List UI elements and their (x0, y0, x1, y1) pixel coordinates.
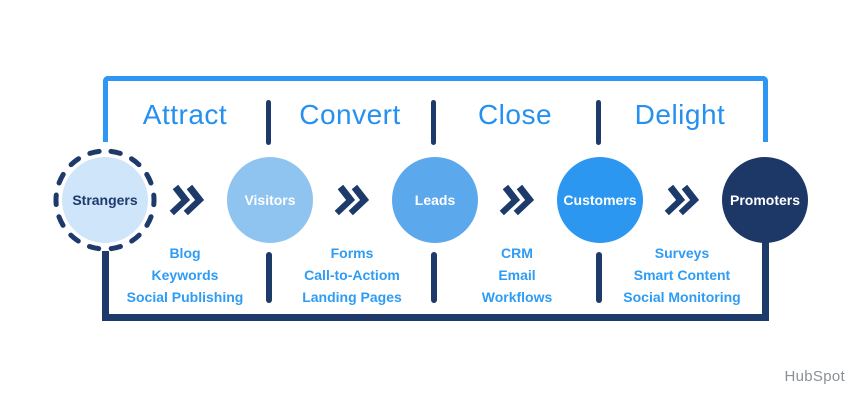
funnel-stage-label: Customers (563, 192, 637, 208)
tool-item: Blog (169, 245, 201, 261)
hubspot-brand-text: HubSpot (784, 368, 845, 385)
tool-item: Email (498, 267, 536, 283)
stage-label-attract: Attract (142, 99, 228, 130)
tool-item: Smart Content (633, 267, 731, 283)
double-chevron-right-icon (334, 184, 370, 216)
funnel-stage-visitors: Visitors (227, 157, 313, 243)
top-bracket-line (103, 76, 768, 142)
tool-item: Call-to-Actiom (304, 267, 400, 283)
stage-divider-line (596, 100, 601, 145)
delight-tools-list: Surveys Smart Content Social Monitoring (597, 242, 767, 308)
funnel-stage-strangers: Strangers (50, 145, 160, 255)
double-chevron-right-icon (664, 184, 700, 216)
tool-item: Social Publishing (126, 289, 244, 305)
funnel-stage-label: Strangers (72, 192, 138, 208)
convert-tools-list: Forms Call-to-Actiom Landing Pages (267, 242, 437, 308)
bottom-bracket-right-line (762, 242, 769, 321)
tool-item: Keywords (151, 267, 219, 283)
bottom-bracket-line (102, 314, 769, 321)
funnel-stage-leads: Leads (392, 157, 478, 243)
close-tools-list: CRM Email Workflows (432, 242, 602, 308)
stage-divider-line (266, 100, 271, 145)
tool-list-divider-line (431, 252, 437, 303)
double-chevron-right-icon (169, 184, 205, 216)
stage-divider-line (431, 100, 436, 145)
tool-item: CRM (501, 245, 533, 261)
stage-label-delight: Delight (634, 99, 726, 130)
funnel-stage-label: Promoters (729, 192, 801, 208)
stage-label-convert: Convert (299, 99, 401, 130)
funnel-stage-label: Leads (414, 192, 456, 208)
stage-label-close: Close (477, 99, 553, 130)
dashed-ring-icon (53, 148, 157, 252)
funnel-stage-label: Visitors (244, 192, 296, 208)
bottom-bracket-left-line (102, 251, 109, 321)
tool-item: Surveys (654, 245, 710, 261)
funnel-stage-customers: Customers (557, 157, 643, 243)
attract-tools-list: Blog Keywords Social Publishing (100, 242, 270, 308)
tool-item: Landing Pages (302, 289, 402, 305)
tool-item: Forms (330, 245, 374, 261)
funnel-stage-promoters: Promoters (722, 157, 808, 243)
tool-item: Social Monitoring (623, 289, 741, 305)
tool-item: Workflows (481, 289, 553, 305)
tool-list-divider-line (266, 252, 272, 303)
double-chevron-right-icon (499, 184, 535, 216)
tool-list-divider-line (596, 252, 602, 303)
